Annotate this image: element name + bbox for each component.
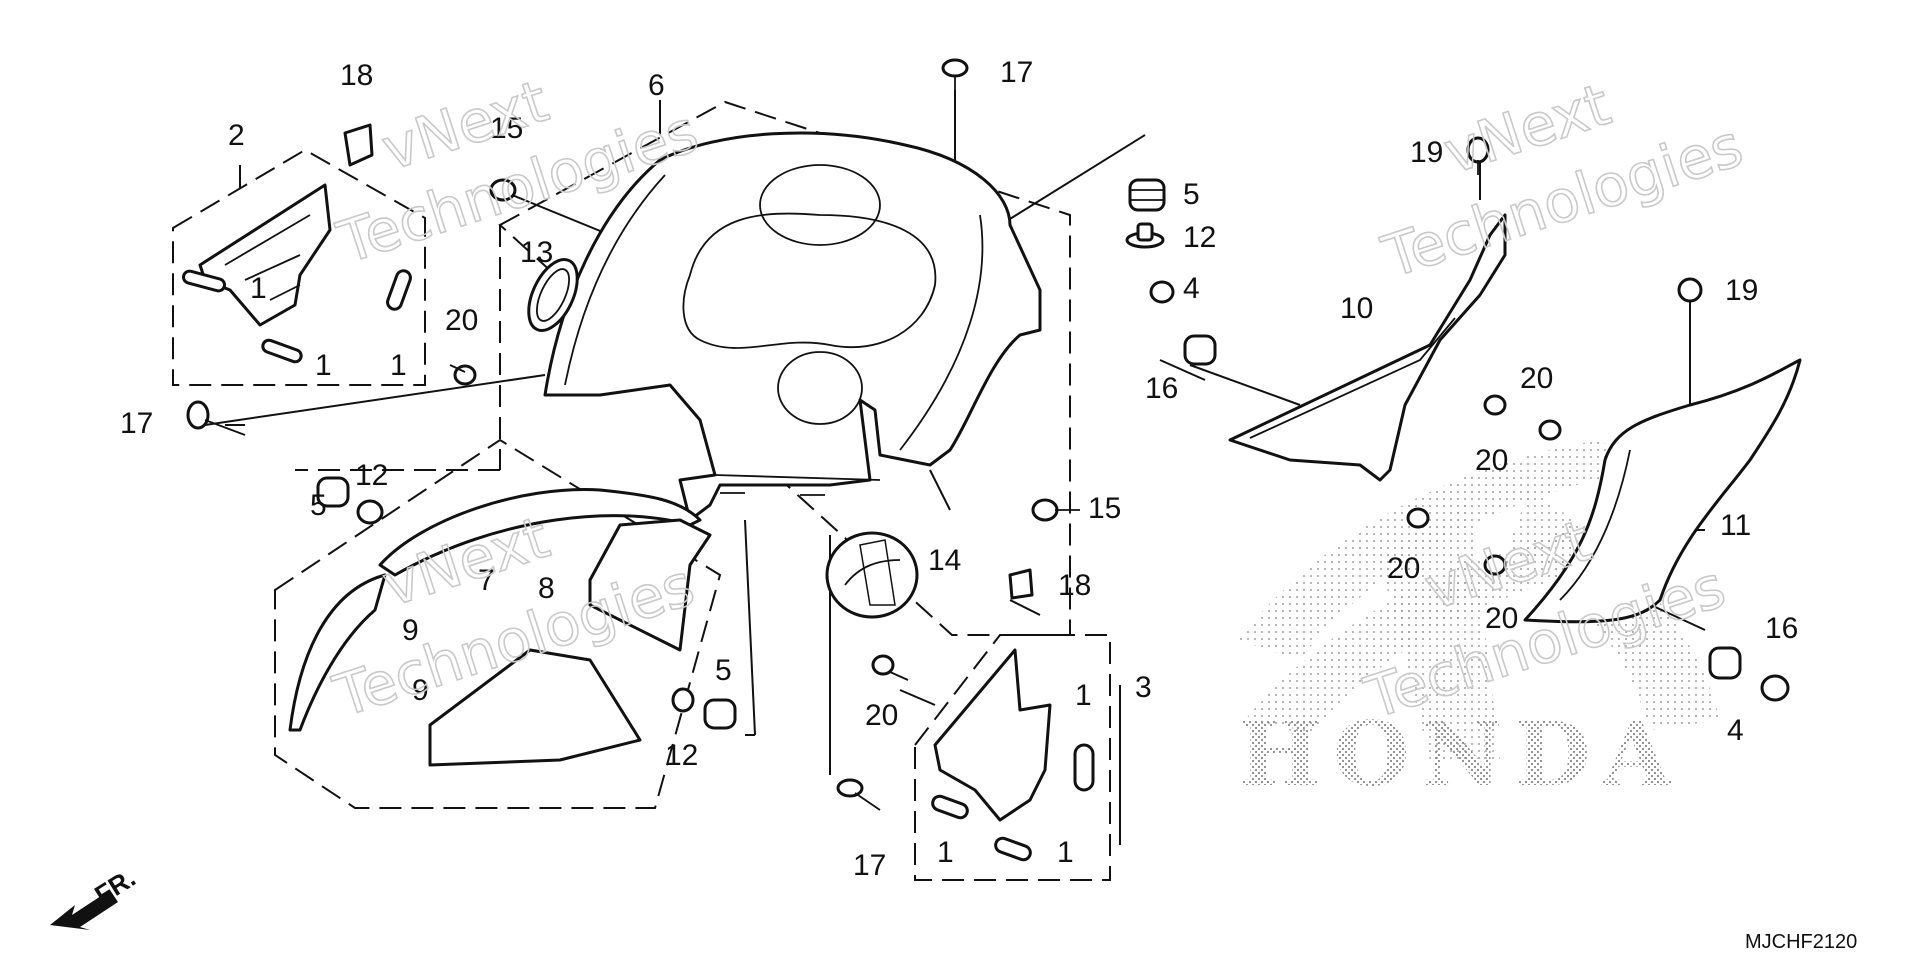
part-19-bolt-right [1677, 277, 1703, 312]
callout: 12 [1183, 221, 1216, 254]
callout: 19 [1725, 274, 1758, 307]
callout: 1 [1057, 836, 1074, 869]
part-9-cover-bottom [428, 648, 642, 767]
callout: 12 [355, 459, 388, 492]
callout: 5 [1183, 178, 1200, 211]
part-20-screw-right-a [1483, 394, 1507, 416]
part-20-screw-right-b [1538, 419, 1562, 441]
part-20-screw-left [449, 364, 477, 386]
callout: 1 [937, 836, 954, 869]
part-13-ring [527, 258, 579, 332]
part-5-grommet-left [316, 476, 350, 508]
part-12-collar-top [1125, 222, 1165, 249]
callout: 8 [538, 572, 555, 605]
part-12-collar-center [671, 687, 695, 713]
callout: 17 [1000, 56, 1033, 89]
front-arrow: FR. [50, 862, 141, 930]
part-20-screw-center [871, 654, 909, 681]
part-17-bolt-top [941, 58, 969, 95]
callout: 3 [1135, 671, 1152, 704]
callout: 4 [1727, 714, 1744, 747]
callout: 11 [1720, 509, 1751, 542]
callout: 18 [340, 59, 373, 92]
callout: 17 [853, 849, 886, 882]
part-16-grommet-left [1149, 280, 1175, 304]
callout: 1 [250, 272, 267, 305]
callout: 18 [1058, 569, 1091, 602]
part-20-screw-right-d [1483, 554, 1507, 576]
diagram-code: MJCHF2120 [1745, 931, 1857, 953]
callout: 15 [490, 112, 523, 145]
callout: 5 [715, 654, 732, 687]
part-14-emblem [825, 531, 919, 619]
callout: 10 [1340, 292, 1373, 325]
callout: 20 [1485, 602, 1518, 635]
callout: 14 [928, 544, 961, 577]
part-8-cover [588, 518, 712, 652]
callout: 6 [648, 69, 665, 102]
callout: 20 [445, 304, 478, 337]
part-17-bolt-left [186, 400, 246, 436]
part-5-grommet-center [703, 698, 737, 730]
part-6-tank-cover [543, 131, 1042, 522]
part-18-clip-top [343, 123, 374, 167]
part-4-grommet-right [1708, 646, 1742, 680]
part-15-grommet-top [489, 178, 517, 202]
part-20-screw-right-c [1406, 507, 1430, 529]
part-10-inner-panel [1228, 213, 1507, 482]
part-19-bolt-top [1466, 136, 1490, 175]
callout: 9 [412, 674, 429, 707]
part-2-bracket [182, 183, 412, 364]
honda-logo-text: HONDA [1238, 702, 1683, 806]
part-18-clip-right [1008, 568, 1034, 600]
callout: 20 [865, 699, 898, 732]
part-5-grommet-top [1128, 178, 1166, 212]
part-7-cover [378, 488, 702, 577]
callout: 2 [228, 119, 245, 152]
callout: 9 [402, 614, 419, 647]
part-3-bracket [931, 648, 1095, 862]
callout: 16 [1765, 612, 1798, 645]
part-17-bolt-bottom [836, 778, 881, 811]
callout: 1 [315, 349, 332, 382]
callout: 16 [1145, 372, 1178, 405]
callout: 13 [520, 236, 553, 269]
callout: 7 [478, 564, 495, 597]
part-4-grommet-left [1183, 334, 1217, 366]
callout: 5 [310, 489, 327, 522]
callout: 1 [390, 349, 407, 382]
part-16-grommet-right [1760, 674, 1790, 702]
callout: 20 [1387, 552, 1420, 585]
callout: 1 [1075, 679, 1092, 712]
callout: 19 [1410, 136, 1443, 169]
part-9-cover-left [288, 573, 387, 732]
callout-labels: 18 2 15 6 17 5 12 19 13 1 1 1 20 4 10 19… [120, 56, 1798, 882]
callout: 20 [1520, 362, 1553, 395]
callout: 12 [665, 739, 698, 772]
callout: 17 [120, 407, 153, 440]
part-12-collar-left [356, 499, 384, 525]
callout: 20 [1475, 444, 1508, 477]
honda-wing-logo [1238, 440, 1720, 760]
part-15-bolt-right [1031, 498, 1080, 522]
callout: 15 [1088, 492, 1121, 525]
part-11-side-cover [1523, 358, 1802, 624]
callout: 4 [1183, 272, 1200, 305]
